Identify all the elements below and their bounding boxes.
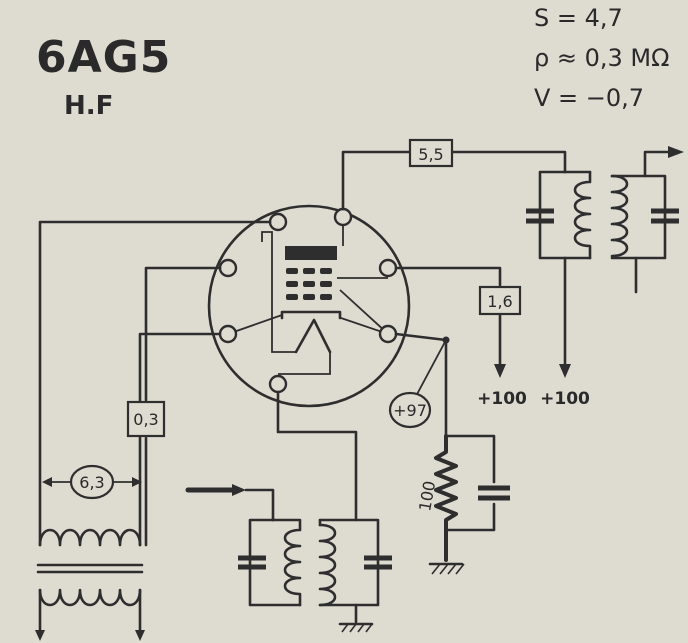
output-tank-circuit <box>526 146 684 378</box>
tube-screen-grid <box>286 268 332 300</box>
input-tank-circuit <box>185 484 392 633</box>
param-grid-bias: V = −0,7 <box>534 84 644 112</box>
pin-suppressor <box>378 324 398 344</box>
cathode-bias-network <box>428 434 510 575</box>
screen-voltage-circle <box>388 391 432 429</box>
cathode-resistor <box>434 434 458 562</box>
heater-voltage-indicator <box>42 464 142 500</box>
function-label: H.F <box>64 91 113 121</box>
plate-wire <box>341 150 412 211</box>
heater-transformer <box>35 528 145 641</box>
tube-plate <box>285 246 337 260</box>
tube-heater-filament <box>294 318 332 354</box>
screen-voltage-label: +97 <box>393 401 427 420</box>
plate-current-box <box>408 138 454 168</box>
screen-current-label: 1,6 <box>487 292 512 311</box>
cathode-current-box <box>126 400 166 438</box>
pin-heater-2 <box>268 374 288 394</box>
heater-voltage-label: 6,3 <box>79 473 104 492</box>
tube-type-title: 6AG5 <box>36 32 171 83</box>
param-transconductance: S = 4,7 <box>534 4 623 32</box>
plate-supply-label: +100 <box>540 389 590 409</box>
pin-heater-1 <box>268 212 288 232</box>
param-plate-resistance: ρ ≈ 0,3 MΩ <box>534 44 669 72</box>
screen-current-box <box>478 285 522 316</box>
screen-wire <box>394 266 502 287</box>
pin-control-grid <box>218 258 238 278</box>
screen-supply-label: +100 <box>477 389 527 409</box>
pin-cathode <box>218 324 238 344</box>
tube-cathode <box>280 310 342 320</box>
cathode-current-label: 0,3 <box>133 410 158 429</box>
pin-plate <box>333 207 353 227</box>
tube-envelope <box>207 204 411 408</box>
heater-wire-left <box>38 220 272 547</box>
cathode-wire <box>144 266 222 402</box>
plate-current-label: 5,5 <box>418 145 443 164</box>
heater-wire-right <box>276 390 358 522</box>
pin-screen-grid <box>378 258 398 278</box>
